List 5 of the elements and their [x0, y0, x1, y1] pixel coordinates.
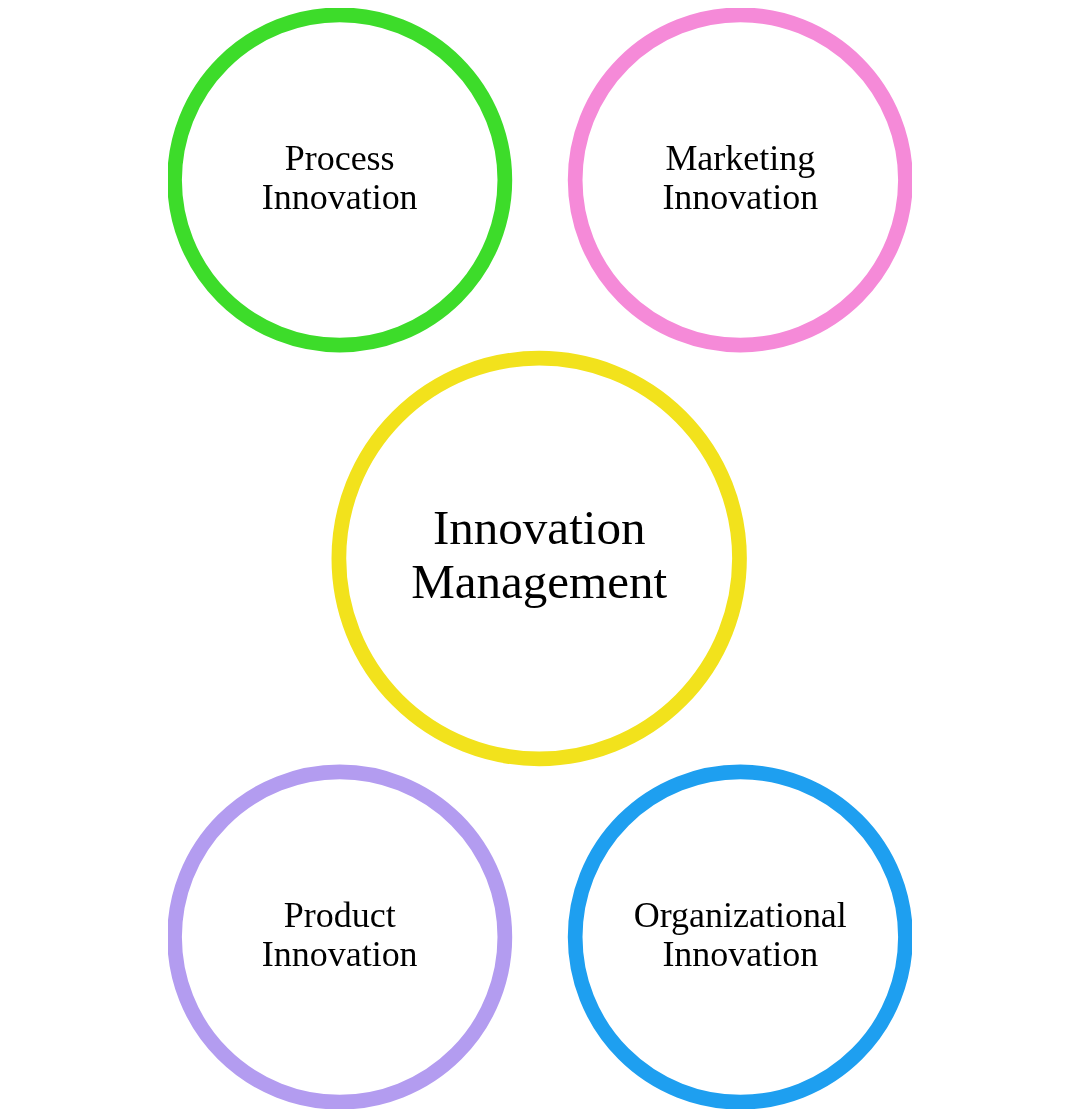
- node-circle: Innovation Management: [331, 350, 747, 767]
- node-circle: Organizational Innovation: [567, 764, 912, 1109]
- node-circle: Product Innovation: [168, 764, 513, 1109]
- node-circle: Marketing Innovation: [567, 8, 912, 353]
- node-circle: Process Innovation: [168, 8, 513, 353]
